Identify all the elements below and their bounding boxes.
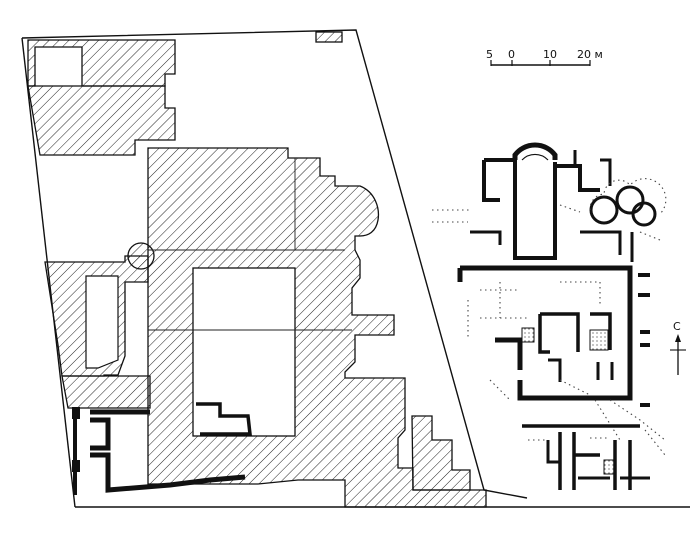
excavated-walls-left [72, 402, 252, 495]
hatched-building-masses [27, 31, 487, 508]
scale-label-5: 5 [486, 48, 493, 61]
scale-label-0: 0 [508, 48, 515, 61]
excavated-walls-right [432, 142, 667, 490]
scale-bar: 5 0 10 20 м [486, 48, 603, 66]
north-arrow-letter: С [673, 320, 681, 333]
scale-label-20: 20 м [577, 48, 603, 61]
trefoil-structure [589, 178, 667, 227]
scale-label-10: 10 [543, 48, 557, 61]
north-arrow: С [670, 320, 686, 375]
